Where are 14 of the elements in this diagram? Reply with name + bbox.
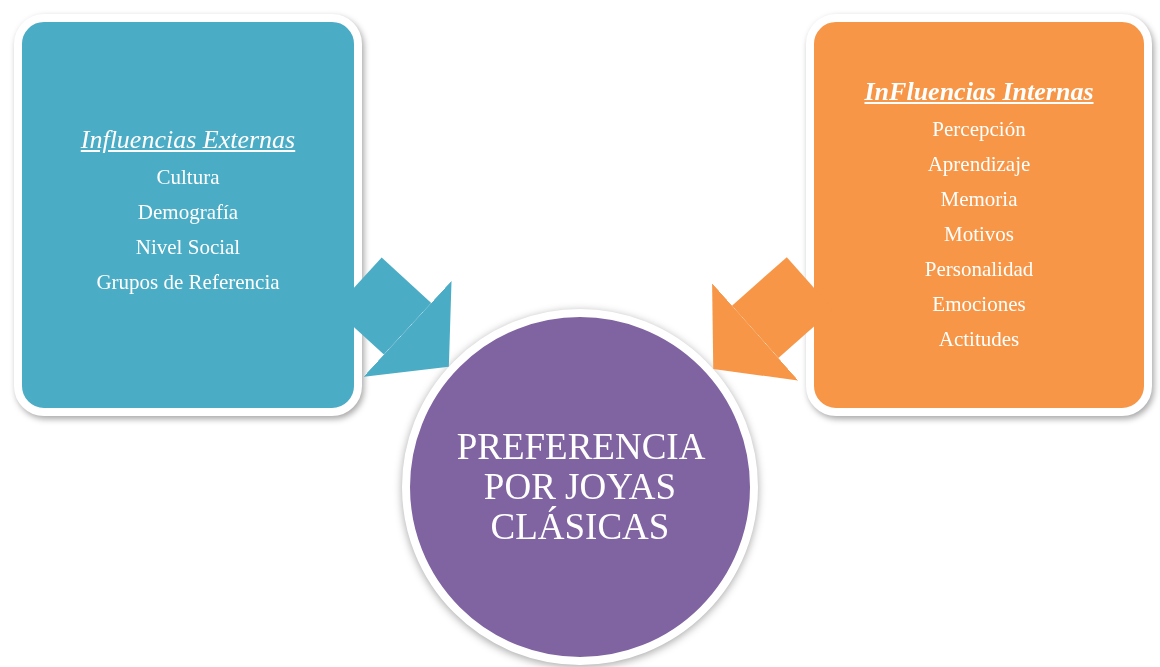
list-item: Grupos de Referencia	[96, 269, 280, 296]
list-item: Aprendizaje	[927, 151, 1031, 178]
list-item: Nivel Social	[135, 234, 241, 261]
box-heading: Influencias Externas	[80, 124, 296, 156]
list-item: Actitudes	[938, 326, 1020, 353]
center-title: PREFERENCIA POR JOYAS CLÁSICAS	[456, 427, 704, 547]
list-item: Memoria	[940, 186, 1018, 213]
list-item: Percepción	[932, 116, 1026, 143]
list-item: Cultura	[156, 164, 220, 191]
list-item: Motivos	[944, 221, 1014, 248]
box-heading: InFluencias Internas	[864, 76, 1094, 108]
list-item: Emociones	[932, 291, 1026, 318]
list-item: Demografía	[137, 199, 239, 226]
list-item: Personalidad	[924, 256, 1034, 283]
